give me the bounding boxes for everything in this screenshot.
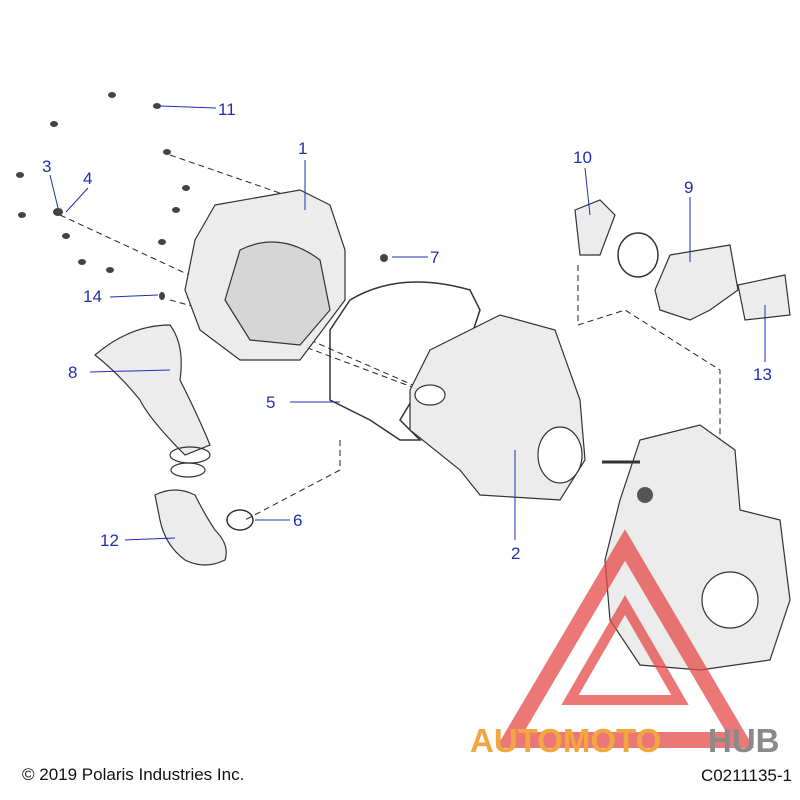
callout-8: 8 <box>68 363 77 382</box>
part-gasket <box>329 281 481 441</box>
watermark-triangle <box>495 529 755 748</box>
callout-10: 10 <box>573 148 592 167</box>
part-elbow-duct <box>654 244 739 321</box>
callout-3: 3 <box>42 157 51 176</box>
callout-2: 2 <box>511 544 520 563</box>
callout-6: 6 <box>293 511 302 530</box>
diagram-code: C0211135-1 <box>700 766 792 785</box>
callout-14: 14 <box>83 287 102 306</box>
part-collar <box>574 199 659 278</box>
callout-7: 7 <box>430 248 439 267</box>
copyright-text: © 2019 Polaris Industries Inc. <box>22 765 245 784</box>
bolt-group <box>16 92 388 300</box>
leader-lines <box>49 105 766 541</box>
part-engine <box>602 424 791 671</box>
watermark-logo <box>495 529 755 748</box>
callout-1: 1 <box>298 139 307 158</box>
callout-12: 12 <box>100 531 119 550</box>
part-outlet-duct <box>154 446 227 566</box>
callout-4: 4 <box>83 169 92 188</box>
part-clamp <box>226 509 254 531</box>
part-inner-cover <box>409 314 586 501</box>
part-cap <box>737 274 791 321</box>
callout-9: 9 <box>684 178 693 197</box>
callout-11: 11 <box>218 100 236 119</box>
part-outer-cover <box>184 189 346 361</box>
callout-13: 13 <box>753 365 772 384</box>
part-intake-duct <box>94 324 211 456</box>
callout-5: 5 <box>266 393 275 412</box>
watermark-text-hub: HUB <box>708 722 780 759</box>
callout-labels: 1 2 3 4 5 6 7 8 9 10 11 12 13 14 <box>42 100 772 563</box>
watermark-text-automoto: AUTOMOTO <box>470 722 661 759</box>
